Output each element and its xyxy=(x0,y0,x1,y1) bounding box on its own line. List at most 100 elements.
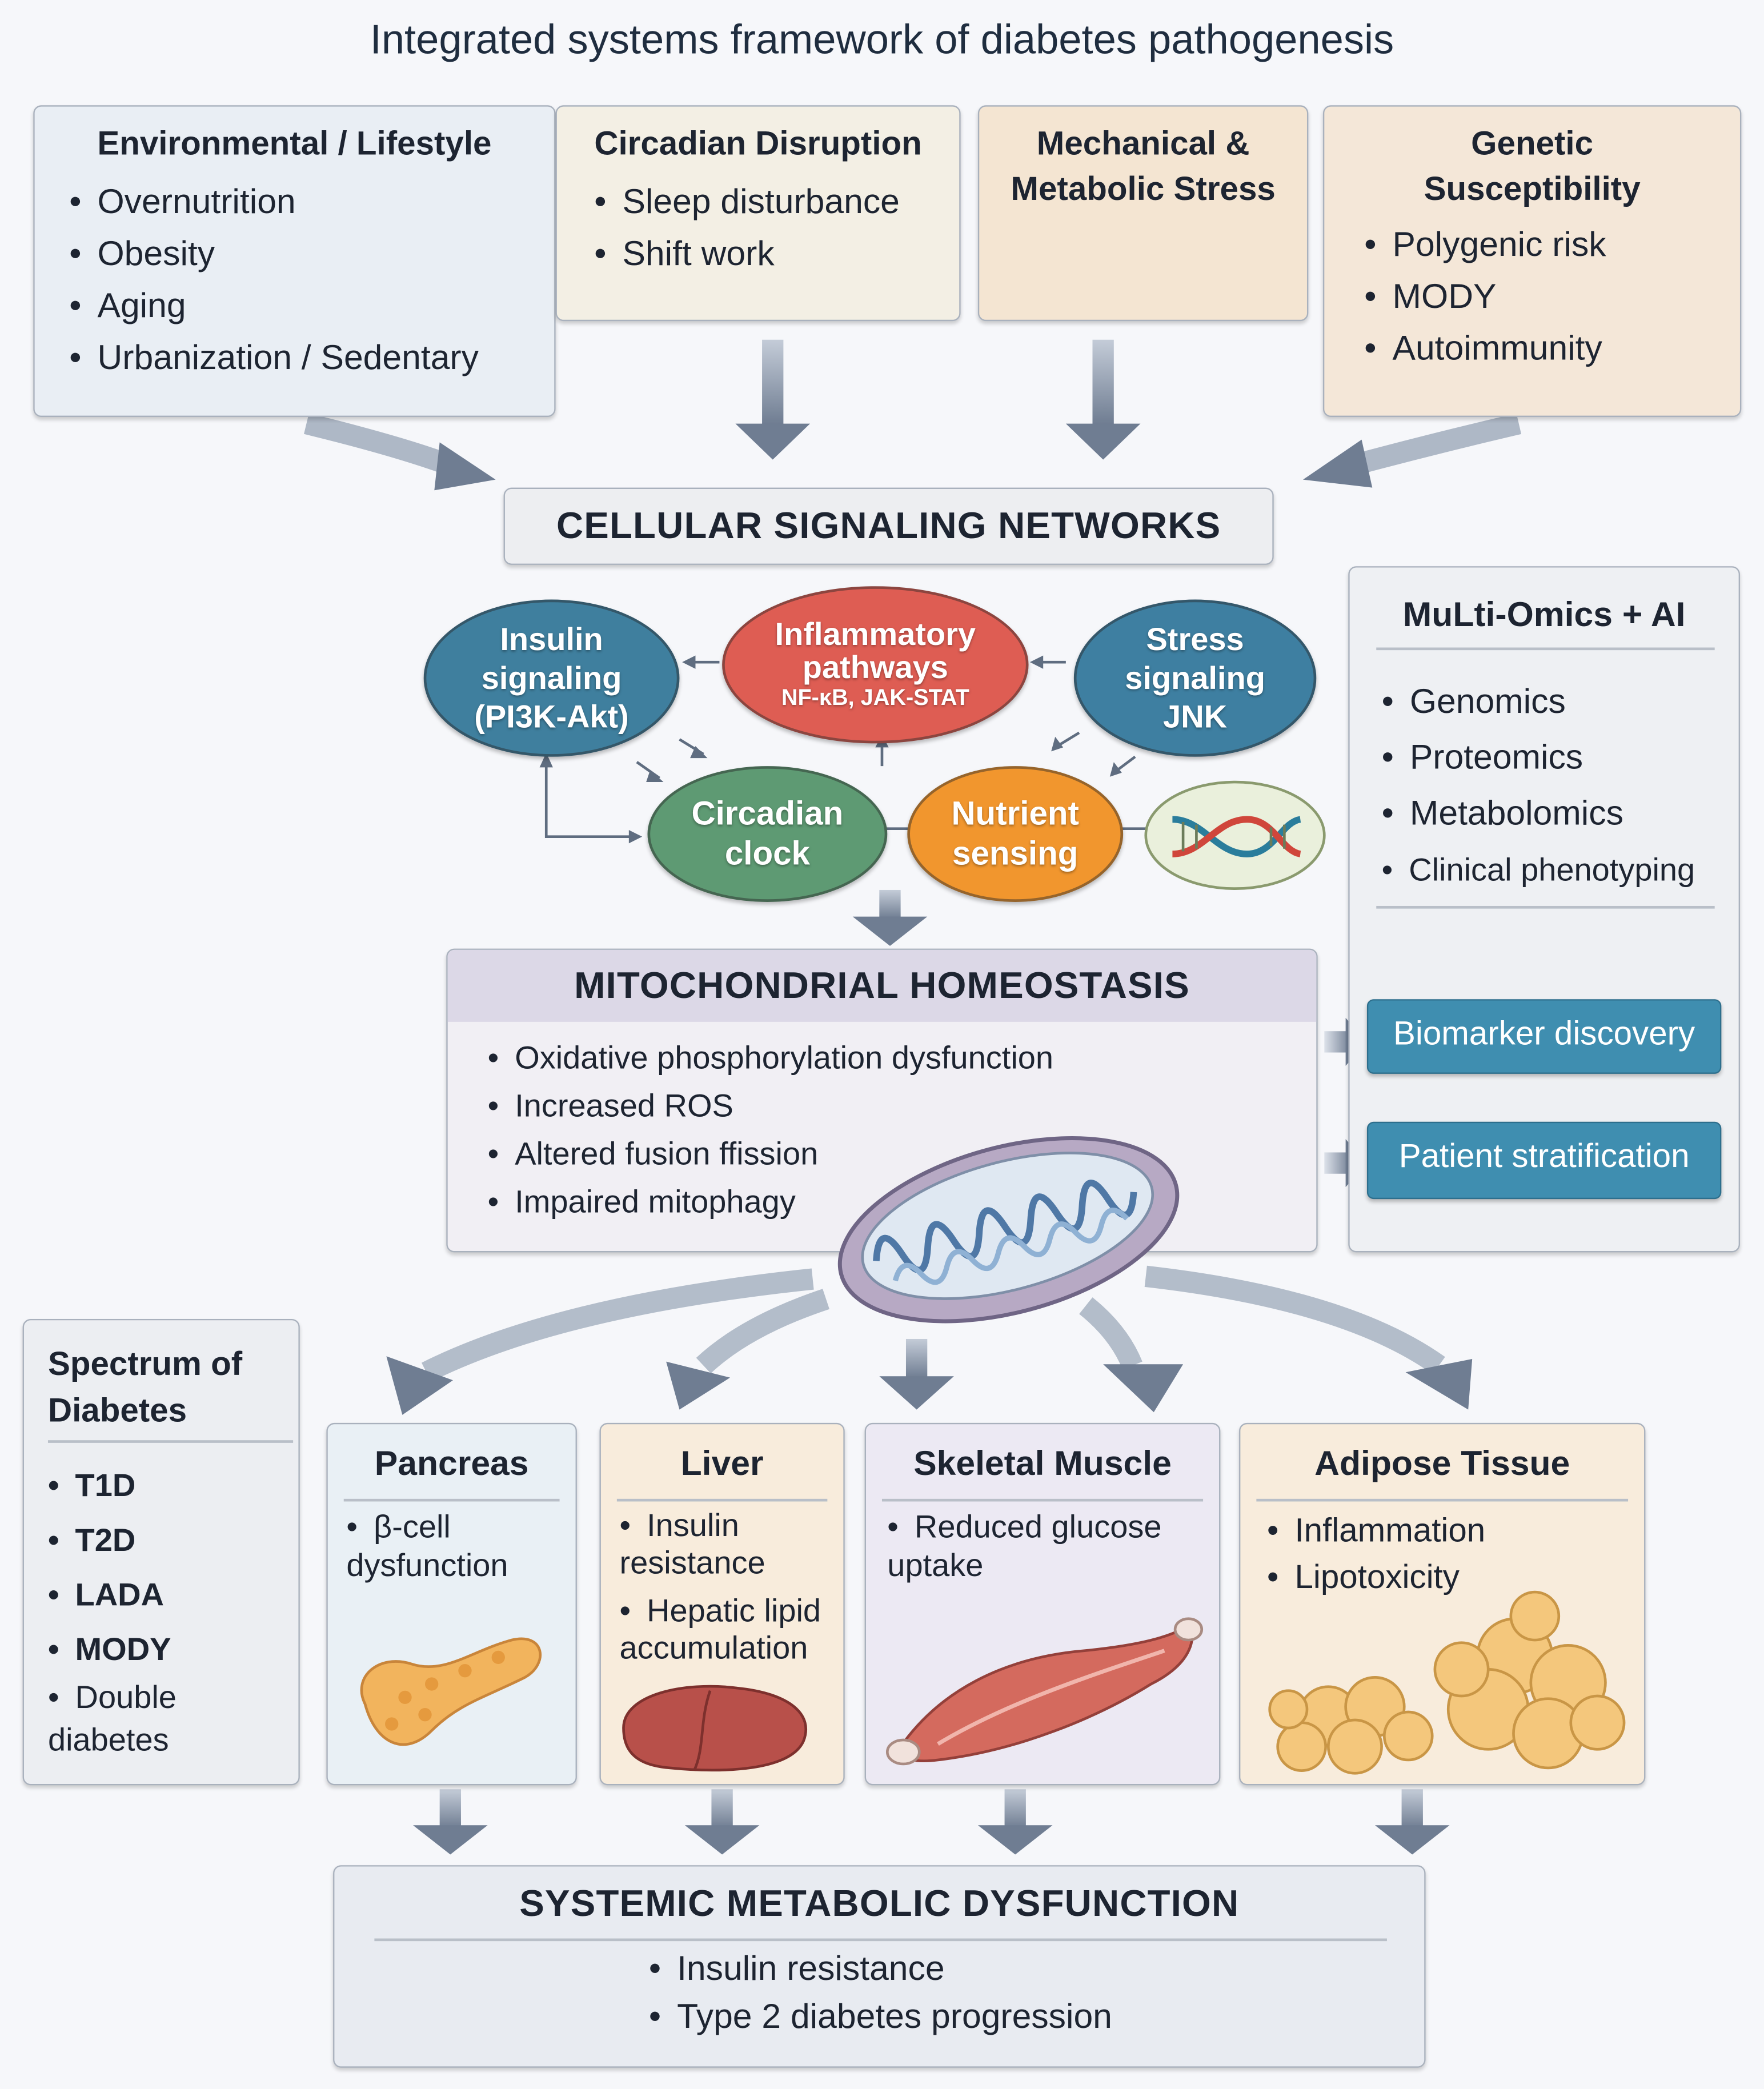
list-item: Proteomics xyxy=(1382,729,1739,785)
nutrient-sensing-node: Nutrient sensing xyxy=(907,766,1124,902)
arrow-mito-to-pancreas xyxy=(421,1268,814,1382)
list-item: Metabolomics xyxy=(1382,785,1739,841)
circadian-disruption-box: Circadian Disruption Sleep disturbance S… xyxy=(555,105,961,322)
genetic-heading: Genetic Susceptibility xyxy=(1424,125,1641,208)
circadian-disruption-list: Sleep disturbance Shift work xyxy=(594,175,959,279)
mitochondrial-list: Oxidative phosphorylation dysfunction In… xyxy=(488,1035,1317,1227)
stress-signaling-node: Stress signaling JNK xyxy=(1073,599,1317,757)
spectrum-box: Spectrum of Diabetes T1D T2D LADA MODY D… xyxy=(22,1318,300,1786)
adipose-illustration xyxy=(1268,1590,1626,1775)
list-item: Clinical phenotyping xyxy=(1382,841,1739,902)
liver-illustration xyxy=(622,1685,807,1772)
arrow-circadian-shaft xyxy=(762,339,784,427)
page-title: Integrated systems framework of diabetes… xyxy=(370,15,1394,63)
pancreas-box: Pancreas β-cell dysfunction xyxy=(326,1422,577,1786)
node-label: JNK xyxy=(1163,699,1228,735)
list-item: Shift work xyxy=(594,227,959,279)
arrow-mito-to-liver xyxy=(696,1289,829,1374)
arrow-genetic-to-cellular xyxy=(1356,413,1522,474)
spectrum-heading: Spectrum of Diabetes xyxy=(47,1345,243,1430)
adipose-box: Adipose Tissue Inflammation Lipotoxicity xyxy=(1239,1422,1646,1786)
genetic-list: Polygenic risk MODY Autoimmunity xyxy=(1364,218,1740,374)
list-item: Autoimmunity xyxy=(1364,322,1740,374)
node-label: Inflammatory xyxy=(775,616,976,653)
liver-box: Liver Insulin resistance Hepatic lipid a… xyxy=(599,1422,845,1786)
systemic-heading: SYSTEMIC METABOLIC DYSFUNCTION xyxy=(519,1882,1240,1924)
list-item: Double diabetes xyxy=(48,1677,208,1762)
node-label: NF-κB, JAK-STAT xyxy=(781,684,969,711)
inflammatory-pathways-node: Inflammatory pathways NF-κB, JAK-STAT xyxy=(722,586,1029,744)
multiomics-list: Genomics Proteomics Metabolomics Clinica… xyxy=(1382,673,1739,902)
list-item: Insulin resistance xyxy=(620,1508,820,1583)
list-item: Impaired mitophagy xyxy=(488,1179,1317,1227)
dna-icon xyxy=(1144,780,1326,890)
list-item: Genomics xyxy=(1382,673,1739,729)
multiomics-heading: MuLti-Omics + AI xyxy=(1402,594,1686,635)
list-item: Polygenic risk xyxy=(1364,218,1740,270)
arrowhead-circadian xyxy=(735,423,811,460)
liver-heading: Liver xyxy=(680,1442,764,1483)
mechanical-stress-heading: Mechanical & Metabolic Stress xyxy=(1011,125,1276,208)
node-label: Insulin xyxy=(500,622,603,657)
mitochondrial-heading: MITOCHONDRIAL HOMEOSTASIS xyxy=(447,949,1317,1022)
arrow-env-to-cellular xyxy=(304,413,457,476)
skeletal-muscle-list: Reduced glucose uptake xyxy=(887,1508,1213,1585)
arrowhead-mechanical xyxy=(1065,423,1141,460)
node-label: Circadian xyxy=(691,795,844,833)
list-item: T1D xyxy=(48,1459,298,1514)
environmental-box: Environmental / Lifestyle Overnutrition … xyxy=(33,105,556,418)
environmental-heading: Environmental / Lifestyle xyxy=(97,125,492,163)
biomarker-discovery-button[interactable]: Biomarker discovery xyxy=(1366,999,1722,1074)
arrowhead-env xyxy=(434,442,496,491)
node-label: signaling xyxy=(1125,660,1265,696)
list-item: Type 2 diabetes progression xyxy=(649,1992,1424,2040)
list-item: Reduced glucose uptake xyxy=(887,1508,1193,1585)
list-item: Oxidative phosphorylation dysfunction xyxy=(488,1035,1317,1083)
node-label: clock xyxy=(724,835,810,873)
insulin-signaling-node: Insulin signaling (PI3K-Akt) xyxy=(423,599,680,757)
list-item: Hepatic lipid accumulation xyxy=(620,1594,833,1669)
mechanical-stress-box: Mechanical & Metabolic Stress xyxy=(977,105,1309,322)
spectrum-list: T1D T2D LADA MODY Double diabetes xyxy=(48,1459,298,1763)
patient-stratification-button[interactable]: Patient stratification xyxy=(1366,1121,1722,1200)
node-label: (PI3K-Akt) xyxy=(474,699,629,735)
pancreas-list: β-cell dysfunction xyxy=(346,1508,564,1585)
skeletal-muscle-box: Skeletal Muscle Reduced glucose uptake xyxy=(864,1422,1221,1786)
node-label: pathways xyxy=(802,650,948,687)
list-item: Sleep disturbance xyxy=(594,175,959,227)
environmental-list: Overnutrition Obesity Aging Urbanization… xyxy=(69,175,554,383)
node-label: Stress xyxy=(1146,622,1244,657)
systemic-panel: SYSTEMIC METABOLIC DYSFUNCTION Insulin r… xyxy=(333,1865,1426,2068)
list-item: Insulin resistance xyxy=(649,1944,1424,1992)
node-label: Nutrient xyxy=(951,795,1079,833)
list-item: Aging xyxy=(69,279,554,331)
adipose-heading: Adipose Tissue xyxy=(1314,1442,1570,1483)
mitochondrion-illustration xyxy=(837,1136,1180,1324)
list-item: T2D xyxy=(48,1513,298,1568)
liver-list: Insulin resistance Hepatic lipid accumul… xyxy=(620,1508,838,1668)
arrow-mito-to-adipose xyxy=(1144,1265,1445,1374)
node-label: signaling xyxy=(481,660,622,696)
list-item: LADA xyxy=(48,1568,298,1623)
genetic-box: Genetic Susceptibility Polygenic risk MO… xyxy=(1322,105,1742,418)
arrow-mito-to-muscle xyxy=(1079,1297,1142,1370)
list-item: Obesity xyxy=(69,227,554,279)
systemic-list: Insulin resistance Type 2 diabetes progr… xyxy=(649,1944,1424,2040)
circadian-clock-node: Circadian clock xyxy=(647,766,888,902)
node-label: sensing xyxy=(952,835,1079,873)
pancreas-heading: Pancreas xyxy=(374,1442,529,1483)
muscle-illustration xyxy=(885,1617,1204,1766)
pancreas-illustration xyxy=(360,1637,542,1746)
arrowhead-genetic xyxy=(1302,439,1373,488)
skeletal-muscle-heading: Skeletal Muscle xyxy=(913,1442,1172,1483)
list-item: Increased ROS xyxy=(488,1083,1317,1131)
list-item: Inflammation xyxy=(1267,1508,1644,1555)
list-item: Altered fusion ffission xyxy=(488,1131,1317,1179)
list-item: Overnutrition xyxy=(69,175,554,227)
circadian-disruption-heading: Circadian Disruption xyxy=(594,125,922,163)
adipose-list: Inflammation Lipotoxicity xyxy=(1267,1508,1644,1601)
list-item: β-cell dysfunction xyxy=(346,1508,533,1585)
list-item: MODY xyxy=(48,1623,298,1678)
